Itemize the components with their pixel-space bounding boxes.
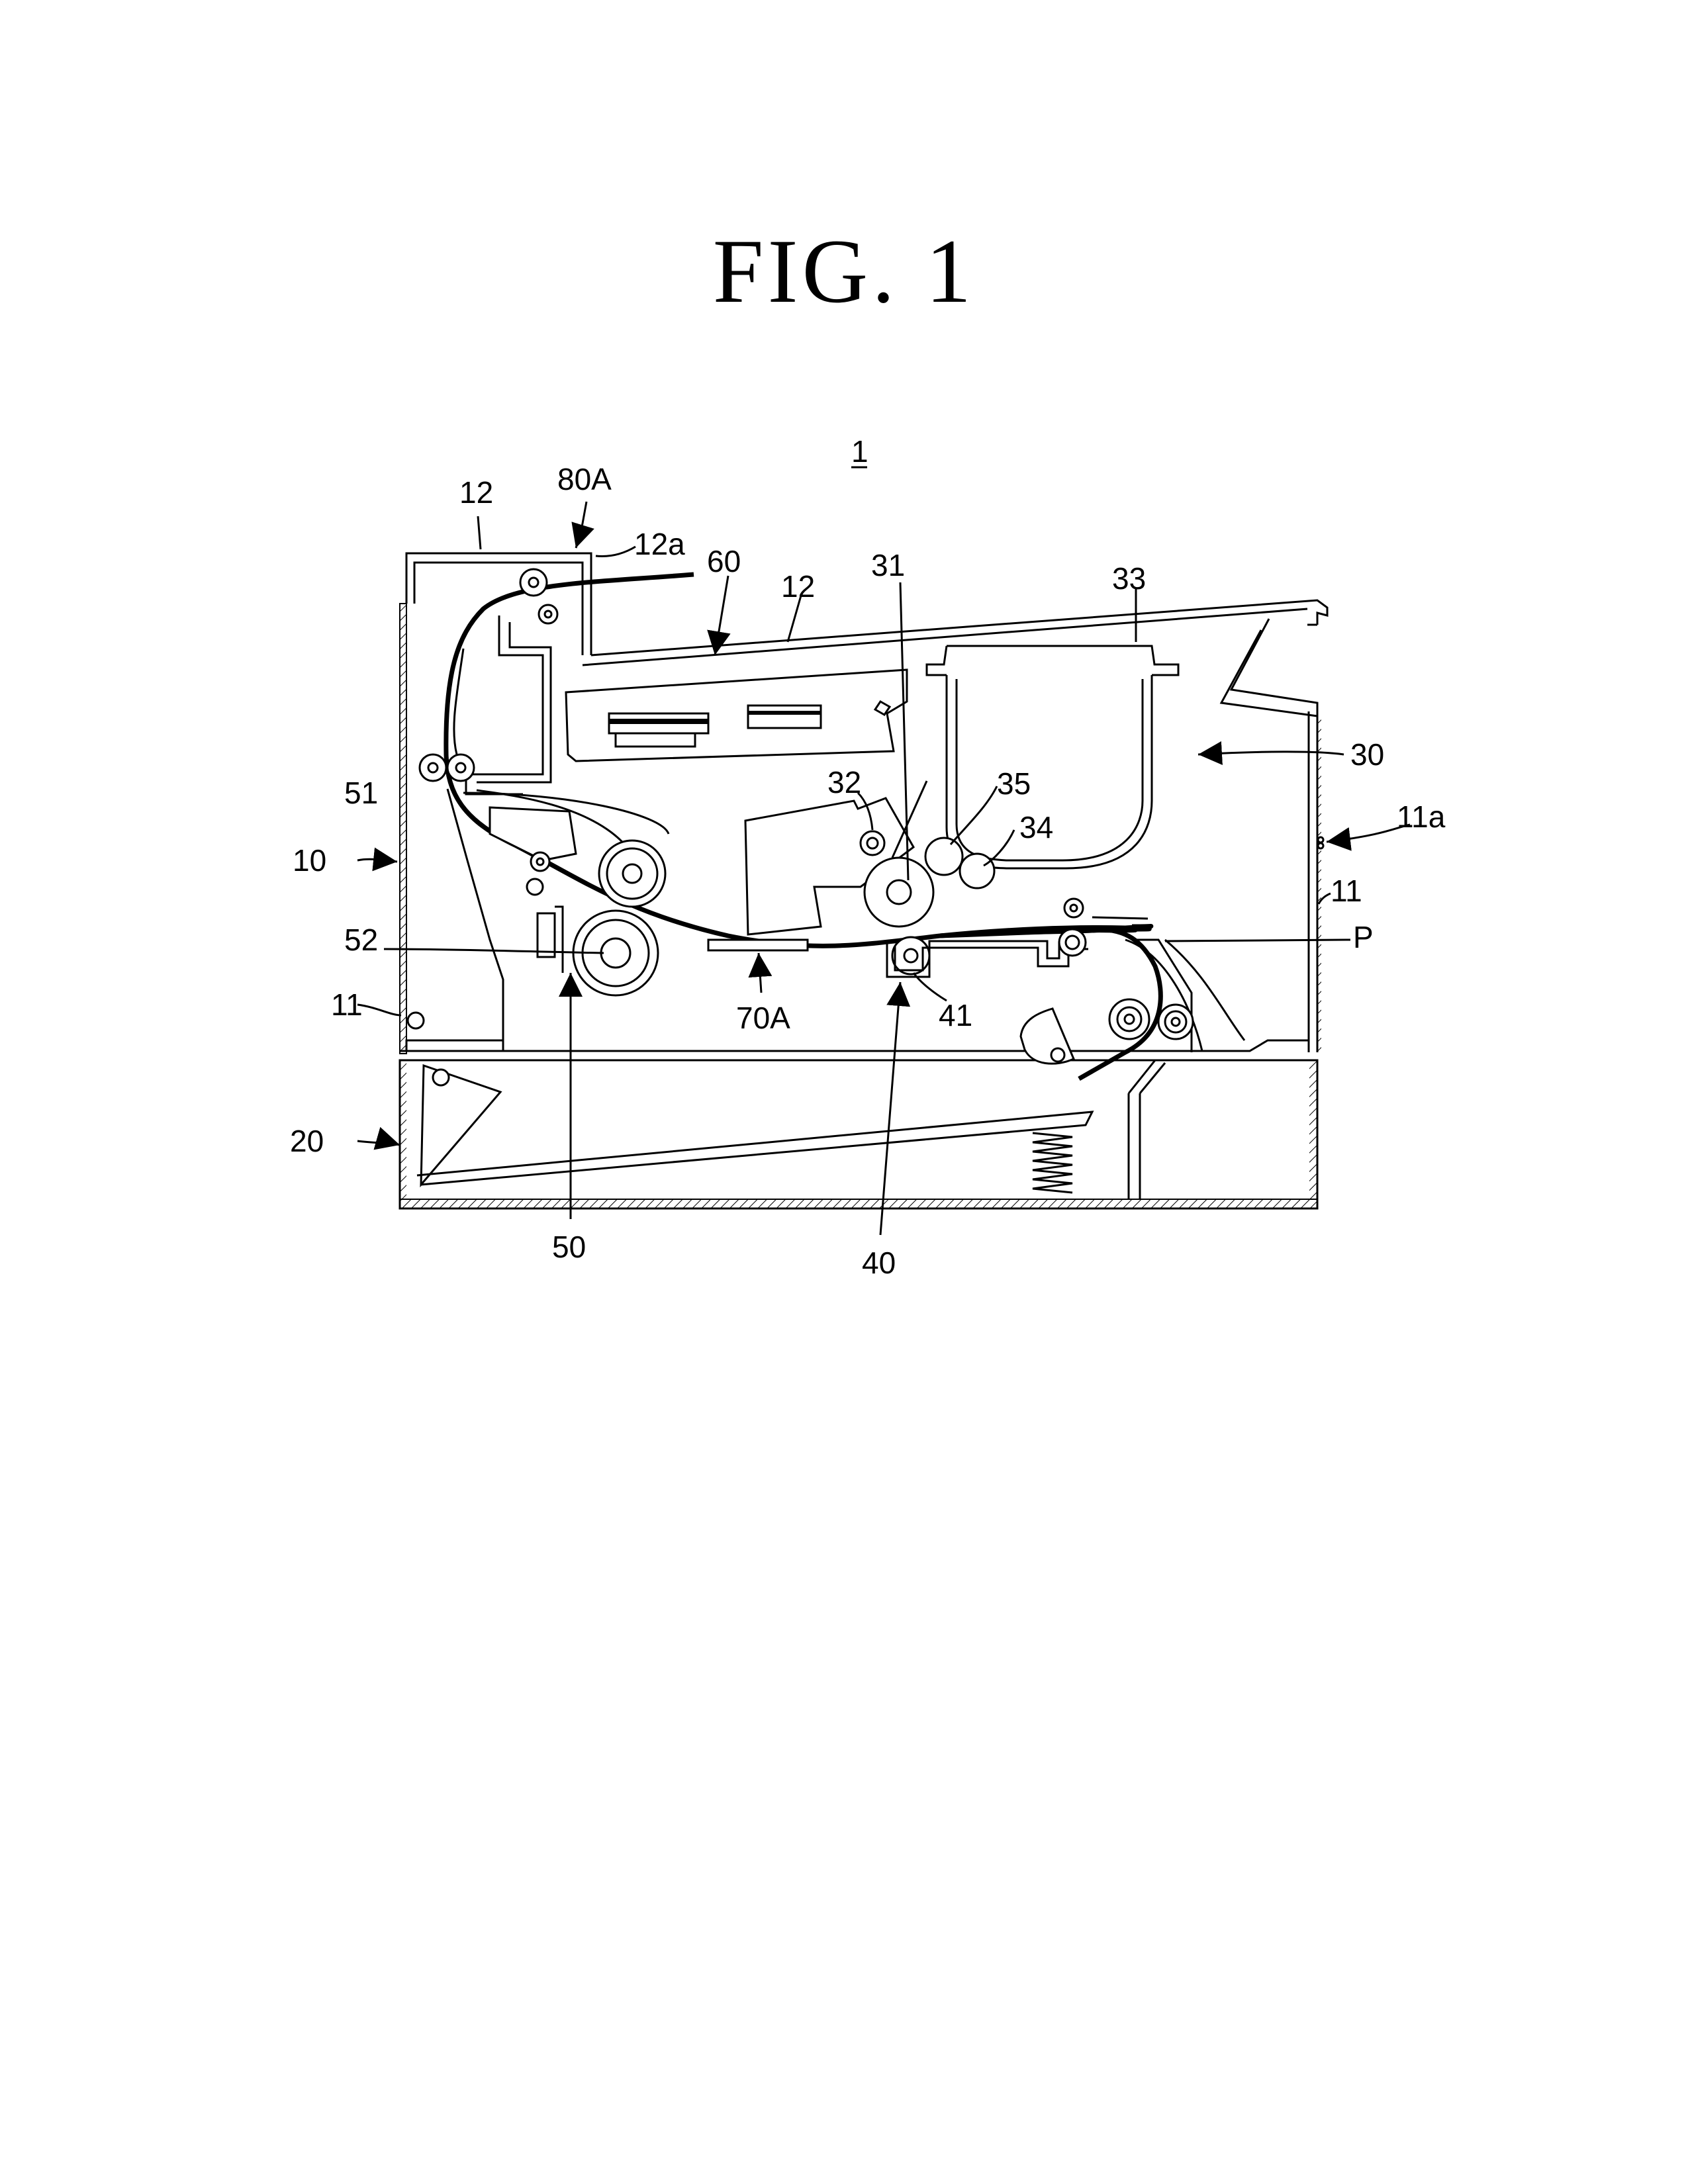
label-35: 35 [997,766,1031,801]
label-33: 33 [1112,561,1146,596]
label-30: 30 [1350,737,1384,772]
label-70A: 70A [736,1001,790,1035]
label-11-right: 11 [1331,874,1362,908]
label-device-1: 1 [851,434,868,469]
label-51: 51 [344,776,378,810]
label-50: 50 [552,1230,586,1264]
label-12a: 12a [634,527,685,561]
label-11a: 11a [1397,799,1446,834]
label-34: 34 [1019,810,1053,844]
scanner-unit-60 [566,670,907,761]
label-52: 52 [344,923,378,957]
paper-tray-20 [400,1060,1317,1208]
label-12-top-mid: 12 [781,569,815,604]
label-60: 60 [707,544,741,578]
label-40: 40 [862,1246,896,1280]
label-20: 20 [290,1124,324,1158]
fuser-unit-50 [463,793,669,995]
label-11-left: 11 [331,987,363,1022]
sensor-70A [708,940,808,950]
label-32: 32 [827,765,861,799]
label-10: 10 [293,843,326,878]
transfer-unit-40 [887,899,1244,1064]
label-80A: 80A [557,462,612,496]
label-P: P [1353,920,1374,954]
label-41: 41 [939,998,972,1032]
label-12-top-left: 12 [459,475,493,510]
label-31: 31 [871,548,905,582]
